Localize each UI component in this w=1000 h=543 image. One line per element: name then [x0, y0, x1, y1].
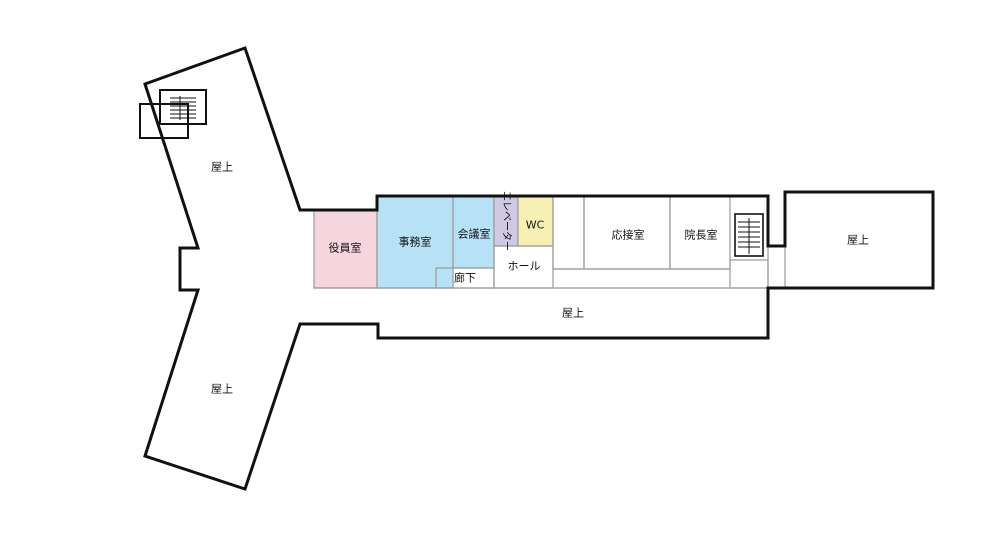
officer-room[interactable]: [313, 209, 378, 289]
passage: [552, 195, 585, 270]
rooftop-west-upper-label: 屋上: [211, 161, 233, 174]
meeting-room-label: 会議室: [458, 227, 491, 241]
office[interactable]: [376, 195, 454, 289]
reception-room-label: 応接室: [612, 228, 645, 242]
office-label: 事務室: [399, 235, 432, 249]
stairs-icon: [734, 213, 764, 257]
officer-room-label: 役員室: [329, 241, 362, 255]
stairs-icon: [139, 89, 207, 139]
connector: [767, 245, 786, 289]
rooftop-west-lower-label: 屋上: [211, 383, 233, 396]
wc-label: WC: [526, 219, 545, 232]
outer-wall: [143, 46, 935, 491]
elevator-label: エレベーター: [501, 191, 513, 251]
director-room-label: 院長室: [685, 228, 718, 242]
rooftop-east-label: 屋上: [847, 234, 869, 247]
rooftop-south-label: 屋上: [562, 307, 584, 320]
corridor-label: 廊下: [454, 271, 476, 285]
hall-label: ホール: [508, 260, 541, 273]
stair-landing: [729, 259, 769, 289]
